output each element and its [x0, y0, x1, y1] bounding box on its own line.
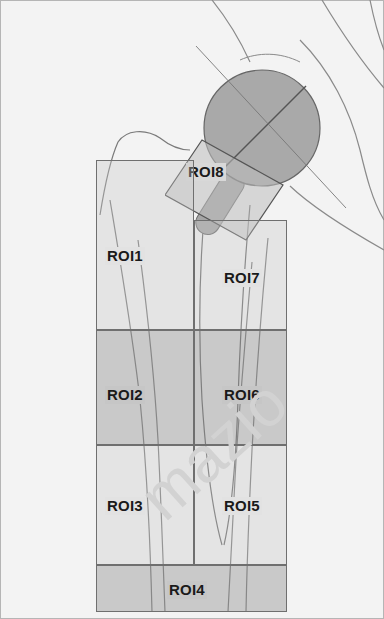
zone-label: ROI5: [222, 497, 262, 515]
zone-label: ROI2: [105, 386, 145, 404]
roi-zone: ROI4: [96, 565, 287, 612]
roi-zone: ROI1: [96, 160, 194, 330]
zone-label: ROI4: [167, 581, 207, 599]
zone-label: ROI1: [105, 247, 145, 265]
acetabulum-line: [240, 54, 300, 62]
roi-zone: ROI7: [194, 220, 287, 330]
roi-zone: ROI2: [96, 330, 194, 445]
zone-label: ROI3: [105, 497, 145, 515]
cup-rim-line: [222, 86, 306, 170]
zone-label: ROI7: [222, 269, 262, 287]
